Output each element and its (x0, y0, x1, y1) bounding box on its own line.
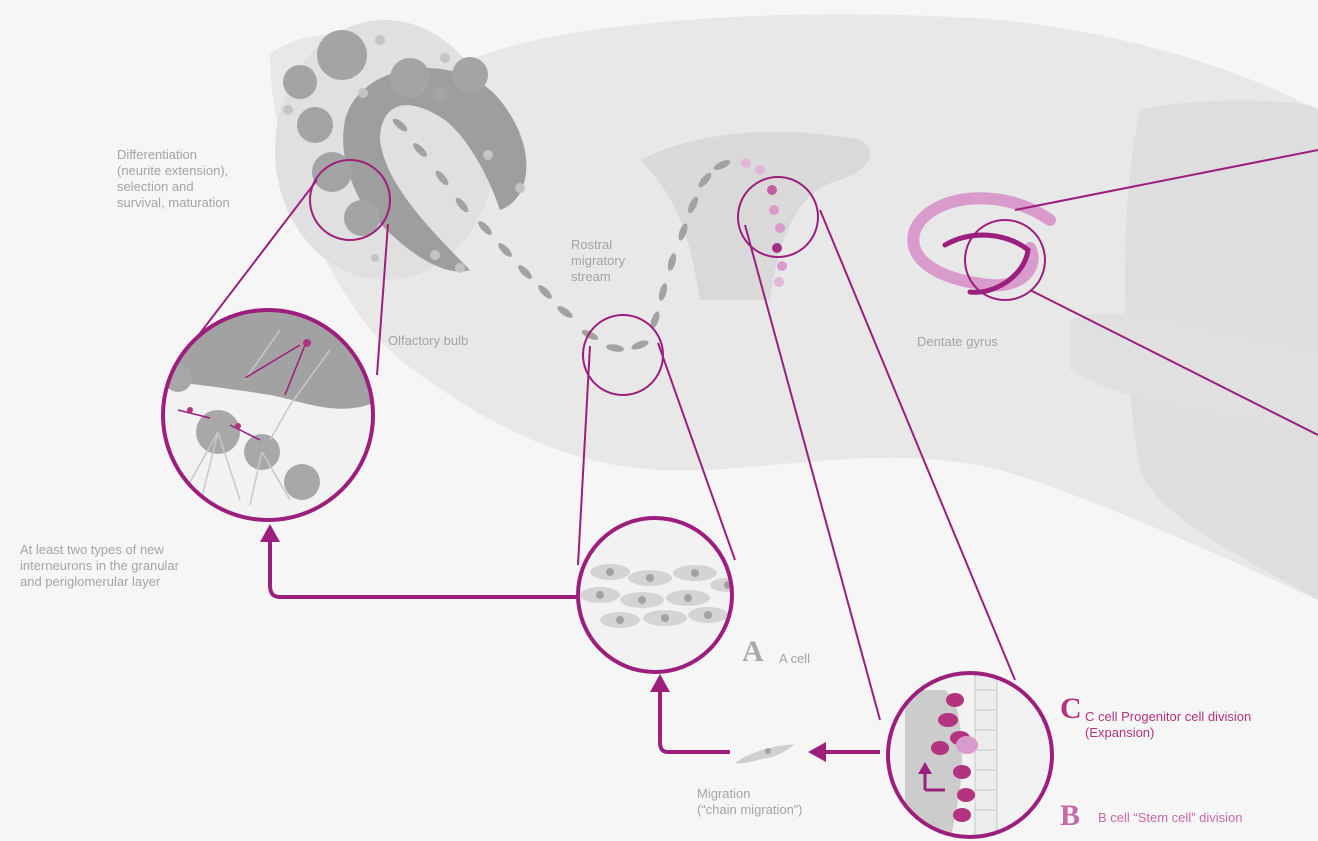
b-letter: B (1060, 801, 1080, 831)
c-letter: C (1060, 694, 1082, 724)
rostral-stream-label: Rostral migratory stream (571, 237, 625, 285)
migration-label: Migration (“chain migration”) (697, 786, 802, 818)
dentate-gyrus-label: Dentate gyrus (917, 334, 998, 350)
a-cell-detail-circle (578, 518, 746, 672)
a-cell-label: A cell (779, 651, 810, 667)
flow-arrows (270, 540, 880, 752)
b-cell-label: B cell “Stem cell” division (1098, 810, 1243, 826)
new-interneurons-label: At least two types of new interneurons i… (20, 542, 179, 590)
svz-detail-circle (888, 670, 1052, 840)
migrating-cell (735, 744, 795, 763)
olfactory-detail-circle (160, 300, 380, 520)
differentiation-label: Differentiation (neurite extension), sel… (117, 147, 230, 211)
c-cell-label: C cell Progenitor cell division (Expansi… (1085, 709, 1251, 741)
olfactory-bulb-label: Olfactory bulb (388, 333, 468, 349)
a-letter: A (742, 637, 764, 667)
